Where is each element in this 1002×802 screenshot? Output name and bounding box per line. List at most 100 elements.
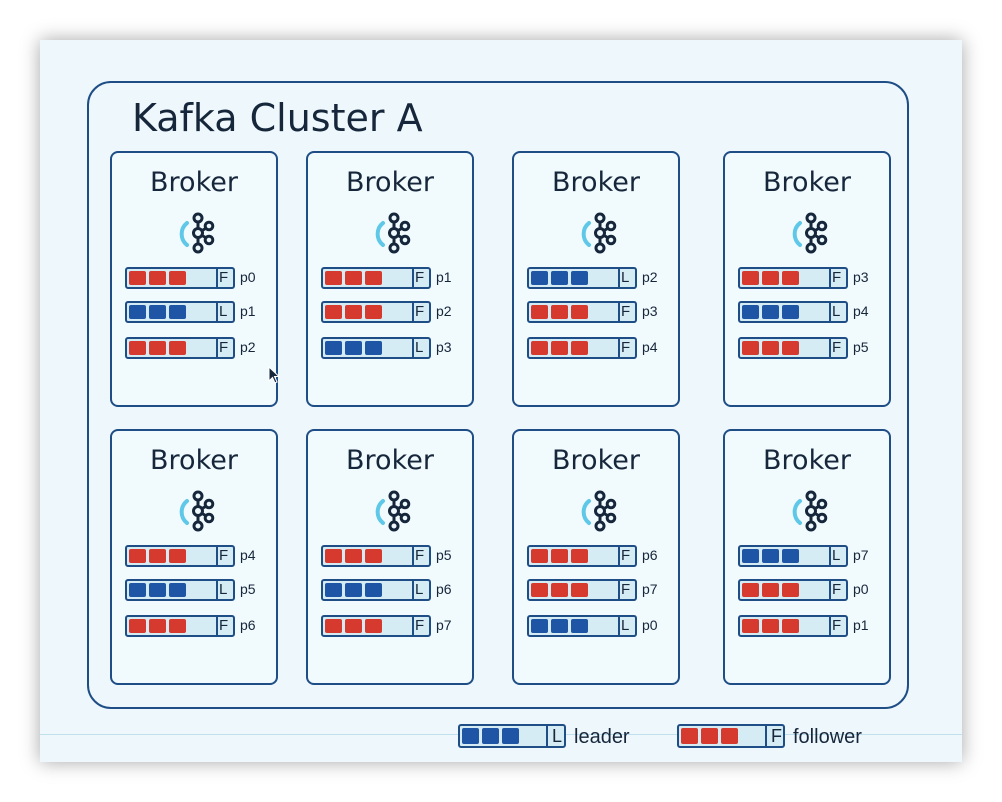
partition-label: p1 <box>436 269 452 285</box>
replica-role: L <box>415 581 424 598</box>
replica-block <box>531 305 548 319</box>
replica-block <box>325 305 342 319</box>
replica-role: L <box>832 547 841 564</box>
replica-block <box>742 549 759 563</box>
replica-block <box>531 271 548 285</box>
replica-divider <box>412 581 414 599</box>
legend-follower-swatch: F <box>677 724 785 748</box>
replica-block <box>345 549 362 563</box>
replica-block <box>782 619 799 633</box>
replica-block <box>169 583 186 597</box>
partition-label: p0 <box>853 581 869 597</box>
replica-role: F <box>415 547 425 564</box>
replica-divider <box>216 303 218 321</box>
replica-divider <box>412 339 414 357</box>
broker-title: Broker <box>150 445 238 476</box>
legend-leader-label: leader <box>574 726 630 748</box>
kafka-logo-icon <box>179 212 215 254</box>
replica-block <box>129 341 146 355</box>
replica-block <box>742 271 759 285</box>
kafka-logo-icon <box>792 490 828 532</box>
replica-block <box>345 583 362 597</box>
replica-block <box>571 549 588 563</box>
replica-divider <box>216 547 218 565</box>
replica-divider <box>829 581 831 599</box>
kafka-logo-icon <box>792 212 828 254</box>
replica-block <box>365 549 382 563</box>
follower-replica-bar: F <box>125 545 235 567</box>
replica-role: L <box>621 617 630 634</box>
replica-block <box>762 619 779 633</box>
replica-block <box>365 305 382 319</box>
replica-role: F <box>219 547 229 564</box>
replica-role: F <box>415 617 425 634</box>
replica-divider <box>829 269 831 287</box>
replica-block <box>762 341 779 355</box>
follower-replica-bar: F <box>125 615 235 637</box>
replica-divider <box>618 617 620 635</box>
replica-block <box>762 271 779 285</box>
replica-block <box>782 583 799 597</box>
mouse-cursor-icon <box>268 366 280 384</box>
replica-block <box>365 341 382 355</box>
kafka-cluster-frame <box>87 81 909 709</box>
replica-block <box>571 619 588 633</box>
replica-block <box>551 583 568 597</box>
partition-label: p2 <box>436 303 452 319</box>
replica-block <box>762 583 779 597</box>
replica-block <box>531 341 548 355</box>
replica-divider <box>618 269 620 287</box>
broker-title: Broker <box>763 167 851 198</box>
replica-role: F <box>832 617 842 634</box>
replica-block <box>782 549 799 563</box>
replica-block <box>762 549 779 563</box>
replica-block <box>365 619 382 633</box>
partition-label: p6 <box>642 547 658 563</box>
partition-label: p1 <box>853 617 869 633</box>
replica-block <box>531 549 548 563</box>
replica-block <box>169 619 186 633</box>
replica-role: L <box>415 339 424 356</box>
replica-block <box>571 583 588 597</box>
legend-leader-swatch: L <box>458 724 566 748</box>
partition-label: p3 <box>436 339 452 355</box>
replica-role: F <box>415 303 425 320</box>
replica-block <box>169 305 186 319</box>
replica-role: F <box>832 339 842 356</box>
partition-label: p7 <box>642 581 658 597</box>
replica-role: F <box>621 547 631 564</box>
follower-replica-bar: F <box>527 337 637 359</box>
follower-replica-bar: F <box>125 267 235 289</box>
replica-block <box>169 271 186 285</box>
follower-replica-bar: F <box>125 337 235 359</box>
replica-block <box>325 271 342 285</box>
leader-replica-bar: L <box>527 615 637 637</box>
follower-replica-bar: F <box>321 545 431 567</box>
partition-label: p4 <box>642 339 658 355</box>
kafka-logo-icon <box>375 212 411 254</box>
replica-divider <box>216 617 218 635</box>
replica-block <box>551 305 568 319</box>
replica-block <box>365 583 382 597</box>
replica-divider <box>216 269 218 287</box>
replica-block <box>169 341 186 355</box>
partition-label: p1 <box>240 303 256 319</box>
replica-block <box>325 619 342 633</box>
follower-replica-bar: F <box>527 301 637 323</box>
partition-label: p7 <box>436 617 452 633</box>
replica-block <box>551 619 568 633</box>
replica-block <box>782 305 799 319</box>
partition-label: p4 <box>240 547 256 563</box>
